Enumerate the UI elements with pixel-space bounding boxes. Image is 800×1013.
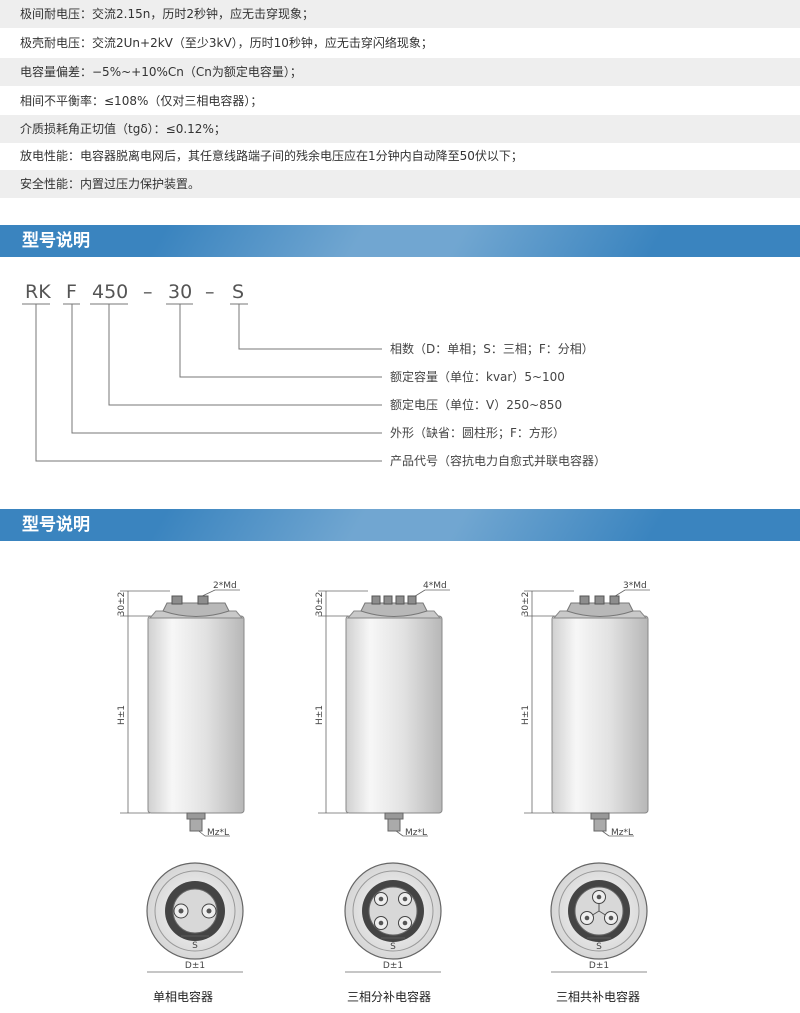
section-title: 型号说明	[22, 231, 90, 251]
model-desc-product: 产品代号（容抗电力自愈式并联电容器）	[390, 453, 606, 468]
model-part-rk: RK	[25, 281, 51, 303]
bolt-label: Mz*L	[405, 828, 427, 838]
model-leader-lines	[22, 303, 382, 462]
top-dimension-label: 30±2	[315, 592, 325, 617]
height-label: H±1	[117, 705, 127, 725]
s-label: S	[596, 942, 602, 952]
model-code-diagram: RK F 450 – 30 – S 相数（D：单相；S：三相；F：分相） 额定容…	[22, 281, 606, 468]
spec-line: 极壳耐电压：交流2Un+2kV（至少3kV），历时10秒钟，应无击穿闪络现象；	[20, 36, 433, 50]
drawing-three-phase-common: 3*Md 30±2 H±1 Mz*L S D±1 三相共补电容器	[521, 581, 650, 1004]
spec-line: 介质损耗角正切值（tgδ）：≤0.12%；	[0, 115, 800, 143]
model-desc-voltage: 额定电压（单位：V）250~850	[390, 397, 562, 412]
dimension-drawings: 2*Md 30±2 H±1 Mz*L S D±1 单相电容器	[117, 581, 650, 1004]
model-part-voltage: 450	[92, 281, 128, 303]
caption-three-phase-common: 三相共补电容器	[556, 989, 640, 1004]
spec-line: 放电性能：电容器脱离电网后，其任意线路端子间的残余电压应在1分钟内自动降至50伏…	[20, 149, 523, 163]
d-label: D±1	[383, 961, 403, 971]
section-title: 型号说明	[22, 515, 90, 535]
spec-line: 安全性能：内置过压力保护装置。	[0, 170, 800, 198]
drawing-single-phase: 2*Md 30±2 H±1 Mz*L S D±1 单相电容器	[117, 581, 245, 1004]
d-label: D±1	[185, 961, 205, 971]
top-dimension-label: 30±2	[117, 592, 127, 617]
height-label: H±1	[521, 705, 531, 725]
d-label: D±1	[589, 961, 609, 971]
terminal-label: 4*Md	[423, 581, 447, 591]
top-dimension-label: 30±2	[521, 592, 531, 617]
model-desc-phase: 相数（D：单相；S：三相；F：分相）	[390, 341, 594, 356]
model-part-capacity: 30	[168, 281, 192, 303]
model-part-f: F	[66, 281, 77, 303]
spec-line: 电容量偏差：−5%~+10%Cn（Cn为额定电容量）；	[0, 58, 800, 86]
section-header-dimensions: 型号说明	[0, 509, 800, 541]
s-label: S	[390, 942, 396, 952]
model-part-phase: S	[232, 281, 244, 303]
section-header-model: 型号说明	[0, 225, 800, 257]
spec-line: 极间耐电压：交流2.15n，历时2秒钟，应无击穿现象；	[0, 0, 800, 28]
caption-single-phase: 单相电容器	[153, 989, 213, 1004]
terminal-label: 2*Md	[213, 581, 237, 591]
spec-line: 相间不平衡率：≤108%（仅对三相电容器）；	[20, 94, 263, 108]
bolt-label: Mz*L	[611, 828, 633, 838]
model-part-dash: –	[143, 281, 153, 303]
model-desc-capacity: 额定容量（单位：kvar）5~100	[390, 369, 565, 384]
drawing-three-phase-split: 4*Md 30±2 H±1 Mz*L S D±1 三相分补电容器	[315, 581, 450, 1004]
caption-three-phase-split: 三相分补电容器	[347, 989, 431, 1004]
height-label: H±1	[315, 705, 325, 725]
model-desc-shape: 外形（缺省：圆柱形；F：方形）	[390, 425, 565, 440]
bolt-label: Mz*L	[207, 828, 229, 838]
terminal-label: 3*Md	[623, 581, 647, 591]
model-part-dash: –	[205, 281, 215, 303]
s-label: S	[192, 941, 198, 951]
